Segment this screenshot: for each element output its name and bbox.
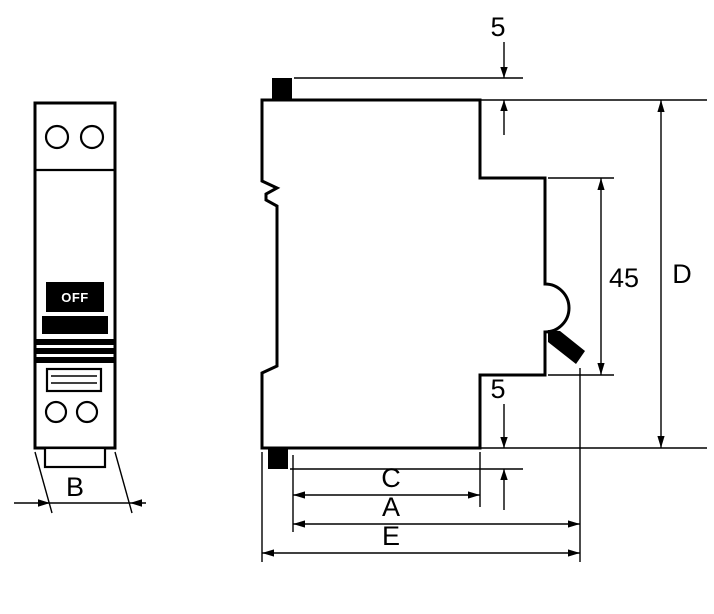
dim-5top-arrow-down bbox=[500, 67, 508, 78]
dim-d-arrow-top bbox=[657, 100, 665, 112]
side-view bbox=[260, 78, 585, 469]
din-clip-top bbox=[272, 78, 292, 100]
dim-d-arrow-bottom bbox=[657, 436, 665, 448]
dim-45-label: 45 bbox=[609, 263, 639, 293]
toggle-lever bbox=[548, 330, 585, 364]
vent-stripe bbox=[35, 339, 115, 345]
dim-45-arrow-bottom bbox=[597, 363, 605, 375]
dim-b-witness-right bbox=[114, 451, 133, 514]
terminal-screw-bottom-left bbox=[44, 400, 68, 424]
terminal-screw-bottom-right bbox=[75, 400, 99, 424]
dim-a-arrow-left bbox=[293, 520, 305, 528]
breaker-side-profile bbox=[260, 98, 571, 450]
dim-a-label: A bbox=[382, 492, 400, 522]
dim-45-arrow-top bbox=[597, 178, 605, 190]
dim-a-arrow-right bbox=[568, 520, 580, 528]
off-indicator-window bbox=[46, 282, 104, 312]
dim-5bot-arrow-up bbox=[500, 469, 508, 480]
vent-stripe bbox=[35, 348, 115, 354]
dimension-b: B bbox=[14, 451, 146, 514]
din-clip-bottom bbox=[268, 448, 288, 469]
dimension-5-top: 5 bbox=[294, 12, 523, 135]
toggle-bar bbox=[42, 316, 108, 334]
dim-c-arrow-right bbox=[468, 491, 480, 499]
label-window bbox=[45, 367, 103, 393]
dimension-5-bottom: 5 bbox=[290, 374, 523, 510]
dimension-d: D bbox=[480, 99, 707, 449]
dim-5top-label: 5 bbox=[490, 12, 505, 42]
dim-b-arrow-right bbox=[130, 499, 142, 507]
breaker-body-front bbox=[33, 101, 117, 450]
dim-e-arrow-left bbox=[262, 549, 274, 557]
dim-b-label: B bbox=[66, 472, 84, 502]
dim-e-arrow-right bbox=[568, 549, 580, 557]
dim-5bot-arrow-down bbox=[500, 437, 508, 448]
dimension-e: E bbox=[261, 452, 580, 562]
dim-5bot-label: 5 bbox=[490, 374, 505, 404]
terminal-screw-top-right bbox=[79, 124, 105, 150]
dim-5top-arrow-up bbox=[500, 100, 508, 111]
din-clip-front bbox=[43, 446, 107, 469]
dimension-c: C bbox=[292, 452, 481, 532]
dim-d-label: D bbox=[672, 259, 692, 289]
front-view: OFF bbox=[33, 101, 117, 469]
off-label: OFF bbox=[61, 290, 89, 305]
dimension-45: 45 bbox=[548, 177, 639, 376]
terminal-screw-top-left bbox=[44, 124, 70, 150]
dim-b-arrow-left bbox=[38, 499, 50, 507]
dim-e-label: E bbox=[382, 521, 400, 551]
vent-stripe bbox=[35, 357, 115, 363]
dim-c-label: C bbox=[381, 463, 401, 493]
dim-c-arrow-left bbox=[293, 491, 305, 499]
dimension-a: A bbox=[293, 368, 581, 562]
